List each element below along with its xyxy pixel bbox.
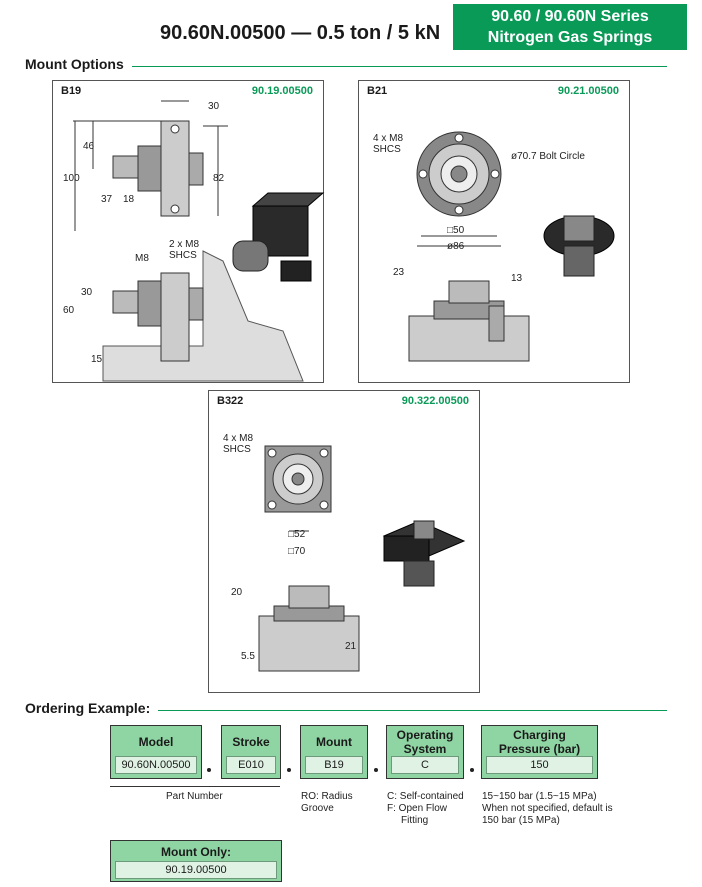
- b322-callout-4xm8: 4 x M8: [223, 433, 254, 444]
- order-field-mount: Mount B19: [300, 725, 368, 779]
- dim-46: 46: [83, 141, 95, 152]
- b21-dia86: ø86: [447, 241, 465, 252]
- b21-callout-4xm8: 4 x M8: [373, 133, 404, 144]
- b322-drawing: [258, 445, 466, 672]
- b21-drawing: [408, 131, 615, 362]
- b322-callout-shcs: SHCS: [223, 444, 251, 455]
- order-field-operating-value: C: [391, 756, 459, 774]
- b21-dim-23: 23: [393, 267, 405, 278]
- b322-sq70: □70: [288, 546, 306, 557]
- b21-bolt-circle: ø70.7 Bolt Circle: [511, 151, 585, 162]
- callout-2xm8: 2 x M8: [169, 239, 200, 250]
- separator-dot: [207, 768, 211, 772]
- series-line-1: 90.60 / 90.60N Series: [491, 8, 649, 25]
- order-field-pressure: Charging Pressure (bar) 150: [481, 725, 598, 779]
- part-number-rule: [110, 786, 280, 787]
- dim-15: 15: [91, 354, 103, 365]
- b322-dim-5-5: 5.5: [241, 651, 255, 662]
- dim-18: 18: [123, 194, 135, 205]
- order-field-pressure-value: 150: [486, 756, 593, 774]
- b322-label: B322: [217, 395, 244, 407]
- pressure-note-1: 15~150 bar (1.5~15 MPa): [482, 791, 597, 802]
- b21-panel: B21 90.21.00500 4 x M8 SHCS ø70.7 Bolt C…: [358, 80, 630, 383]
- dim-30-top: 30: [208, 101, 220, 112]
- page-title: 90.60N.00500 — 0.5 ton / 5 kN: [160, 22, 441, 44]
- b19-panel: B19 90.19.00500 30 46 100 37 18 82 30 60…: [52, 80, 325, 383]
- order-field-operating-head: Operating System: [396, 728, 454, 756]
- b21-label: B21: [367, 85, 388, 97]
- b21-dim-13: 13: [511, 273, 523, 284]
- ordering-heading: Ordering Example:: [25, 700, 151, 716]
- b322-sq52: □52: [288, 529, 306, 540]
- mount-options-heading: Mount Options: [25, 56, 124, 72]
- separator-dot: [470, 768, 474, 772]
- order-field-mount-value: B19: [305, 756, 363, 774]
- mount-options-rule: [132, 66, 667, 67]
- series-line-2: Nitrogen Gas Springs: [487, 29, 653, 46]
- order-field-model-value: 90.60N.00500: [115, 756, 197, 774]
- callout-shcs: SHCS: [169, 250, 197, 261]
- order-field-mount-head: Mount: [316, 735, 352, 749]
- b19-drawing: [73, 100, 325, 382]
- separator-dot: [374, 768, 378, 772]
- mount-note-2: Groove: [301, 803, 334, 814]
- order-field-stroke-value: E010: [226, 756, 276, 774]
- series-banner: 90.60 / 90.60N Series Nitrogen Gas Sprin…: [453, 4, 687, 50]
- operating-note-1: C: Self-contained: [387, 791, 464, 802]
- ordering-rule: [158, 710, 667, 711]
- b21-sq50: □50: [447, 225, 465, 236]
- b322-panel: B322 90.322.00500 4 x M8 SHCS □52 □70 20…: [208, 390, 480, 693]
- operating-note-3: Fitting: [401, 815, 429, 826]
- order-field-stroke-head: Stroke: [232, 735, 270, 749]
- order-field-model-head: Model: [138, 735, 174, 749]
- mount-only-box: Mount Only: 90.19.00500: [110, 840, 282, 882]
- dim-30-bottom: 30: [81, 287, 93, 298]
- dim-60: 60: [63, 305, 75, 316]
- b21-callout-shcs: SHCS: [373, 144, 401, 155]
- dim-100: 100: [63, 173, 80, 184]
- b322-dim-21: 21: [345, 641, 357, 652]
- order-field-pressure-head: Charging Pressure (bar): [498, 728, 581, 756]
- b322-dim-20: 20: [231, 587, 243, 598]
- order-field-stroke: Stroke E010: [221, 725, 281, 779]
- order-field-operating: Operating System C: [386, 725, 464, 779]
- mount-only-value: 90.19.00500: [115, 861, 277, 879]
- b322-part-number: 90.322.00500: [401, 395, 469, 407]
- b19-label: B19: [61, 85, 82, 97]
- dim-82: 82: [213, 173, 225, 184]
- part-number-label: Part Number: [166, 791, 223, 802]
- mount-note-1: RO: Radius: [301, 791, 353, 802]
- mount-only-head: Mount Only:: [161, 845, 231, 859]
- operating-note-2: F: Open Flow: [387, 803, 448, 814]
- separator-dot: [287, 768, 291, 772]
- b19-part-number: 90.19.00500: [251, 85, 313, 97]
- pressure-note-3: 150 bar (15 MPa): [482, 815, 560, 826]
- b21-part-number: 90.21.00500: [557, 85, 619, 97]
- order-field-model: Model 90.60N.00500: [110, 725, 202, 779]
- pressure-note-2: When not specified, default is: [482, 803, 613, 814]
- callout-m8: M8: [135, 253, 149, 264]
- dim-37: 37: [101, 194, 113, 205]
